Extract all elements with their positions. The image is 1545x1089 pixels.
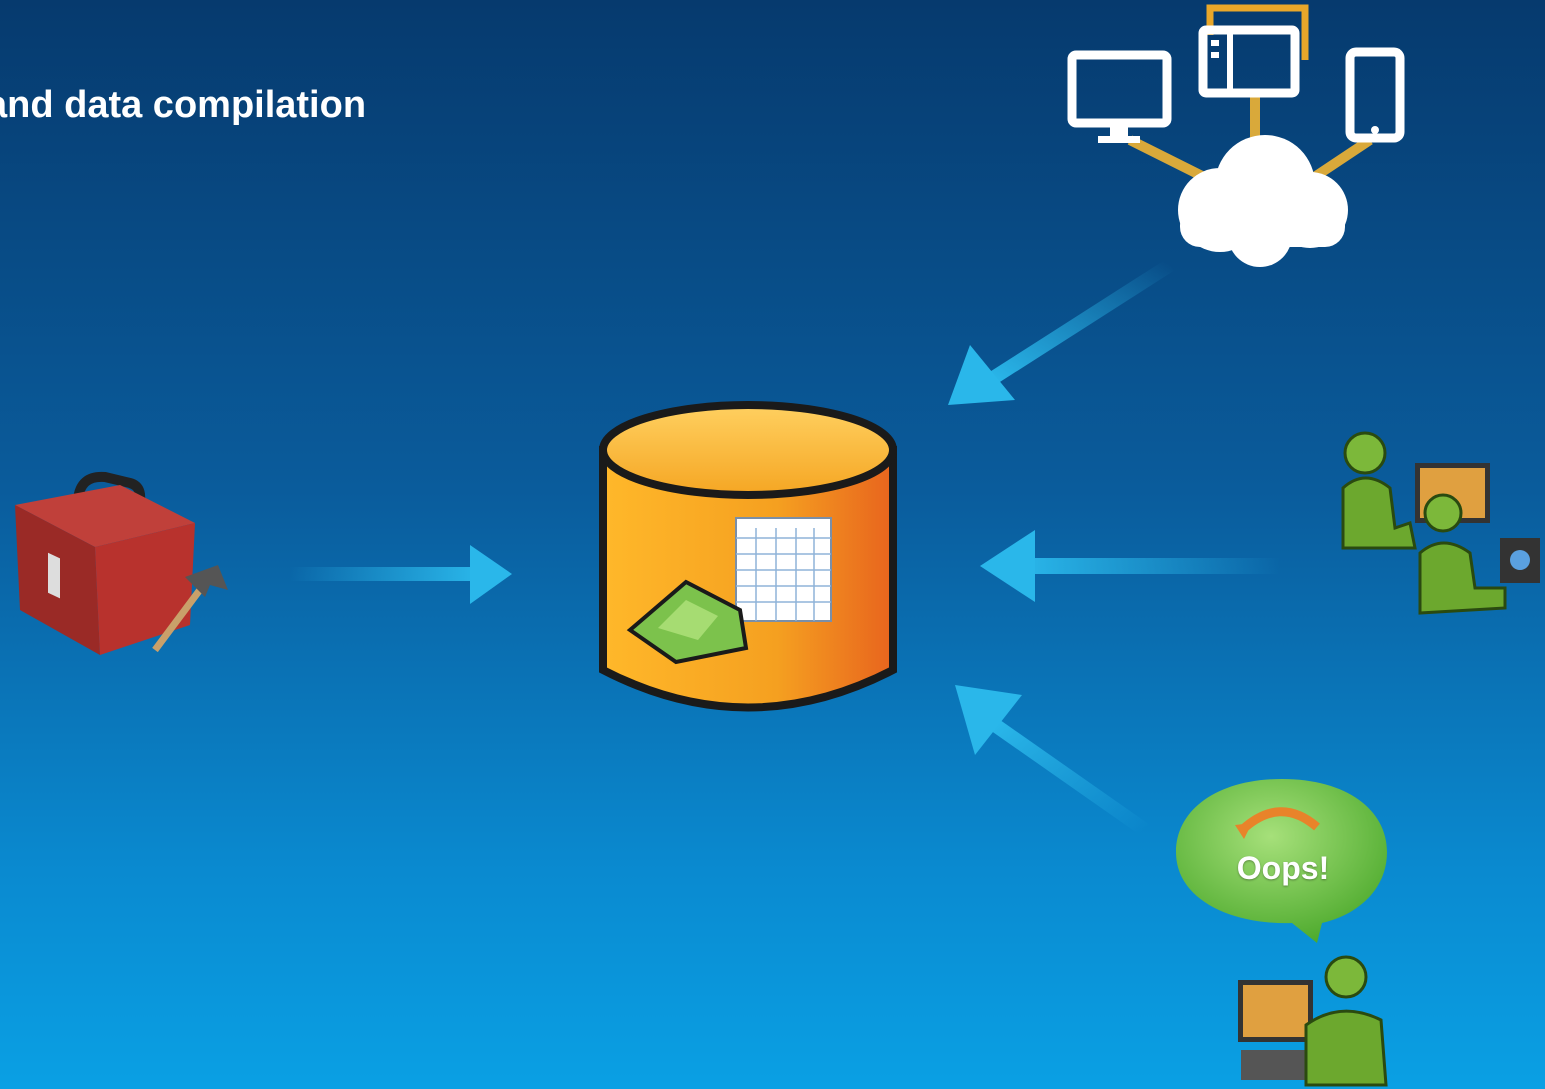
- geodatabase-icon: [598, 400, 898, 725]
- speech-bubble: [1172, 775, 1397, 945]
- arrow-cloud-to-database: [930, 250, 1190, 430]
- single-user-editing-icon: [1236, 955, 1396, 1089]
- multi-user-editing-icon: [1335, 428, 1545, 623]
- arrow-editor-to-database: [950, 680, 1160, 840]
- toolbox-hammer-icon: [10, 465, 240, 665]
- arrow-editors-to-database: [980, 528, 1280, 608]
- arrow-toolbox-to-database: [290, 540, 520, 610]
- devices-cloud-icon: [1060, 0, 1420, 280]
- page-title: and data compilation: [0, 84, 367, 126]
- bubble-text: Oops!: [1236, 850, 1330, 886]
